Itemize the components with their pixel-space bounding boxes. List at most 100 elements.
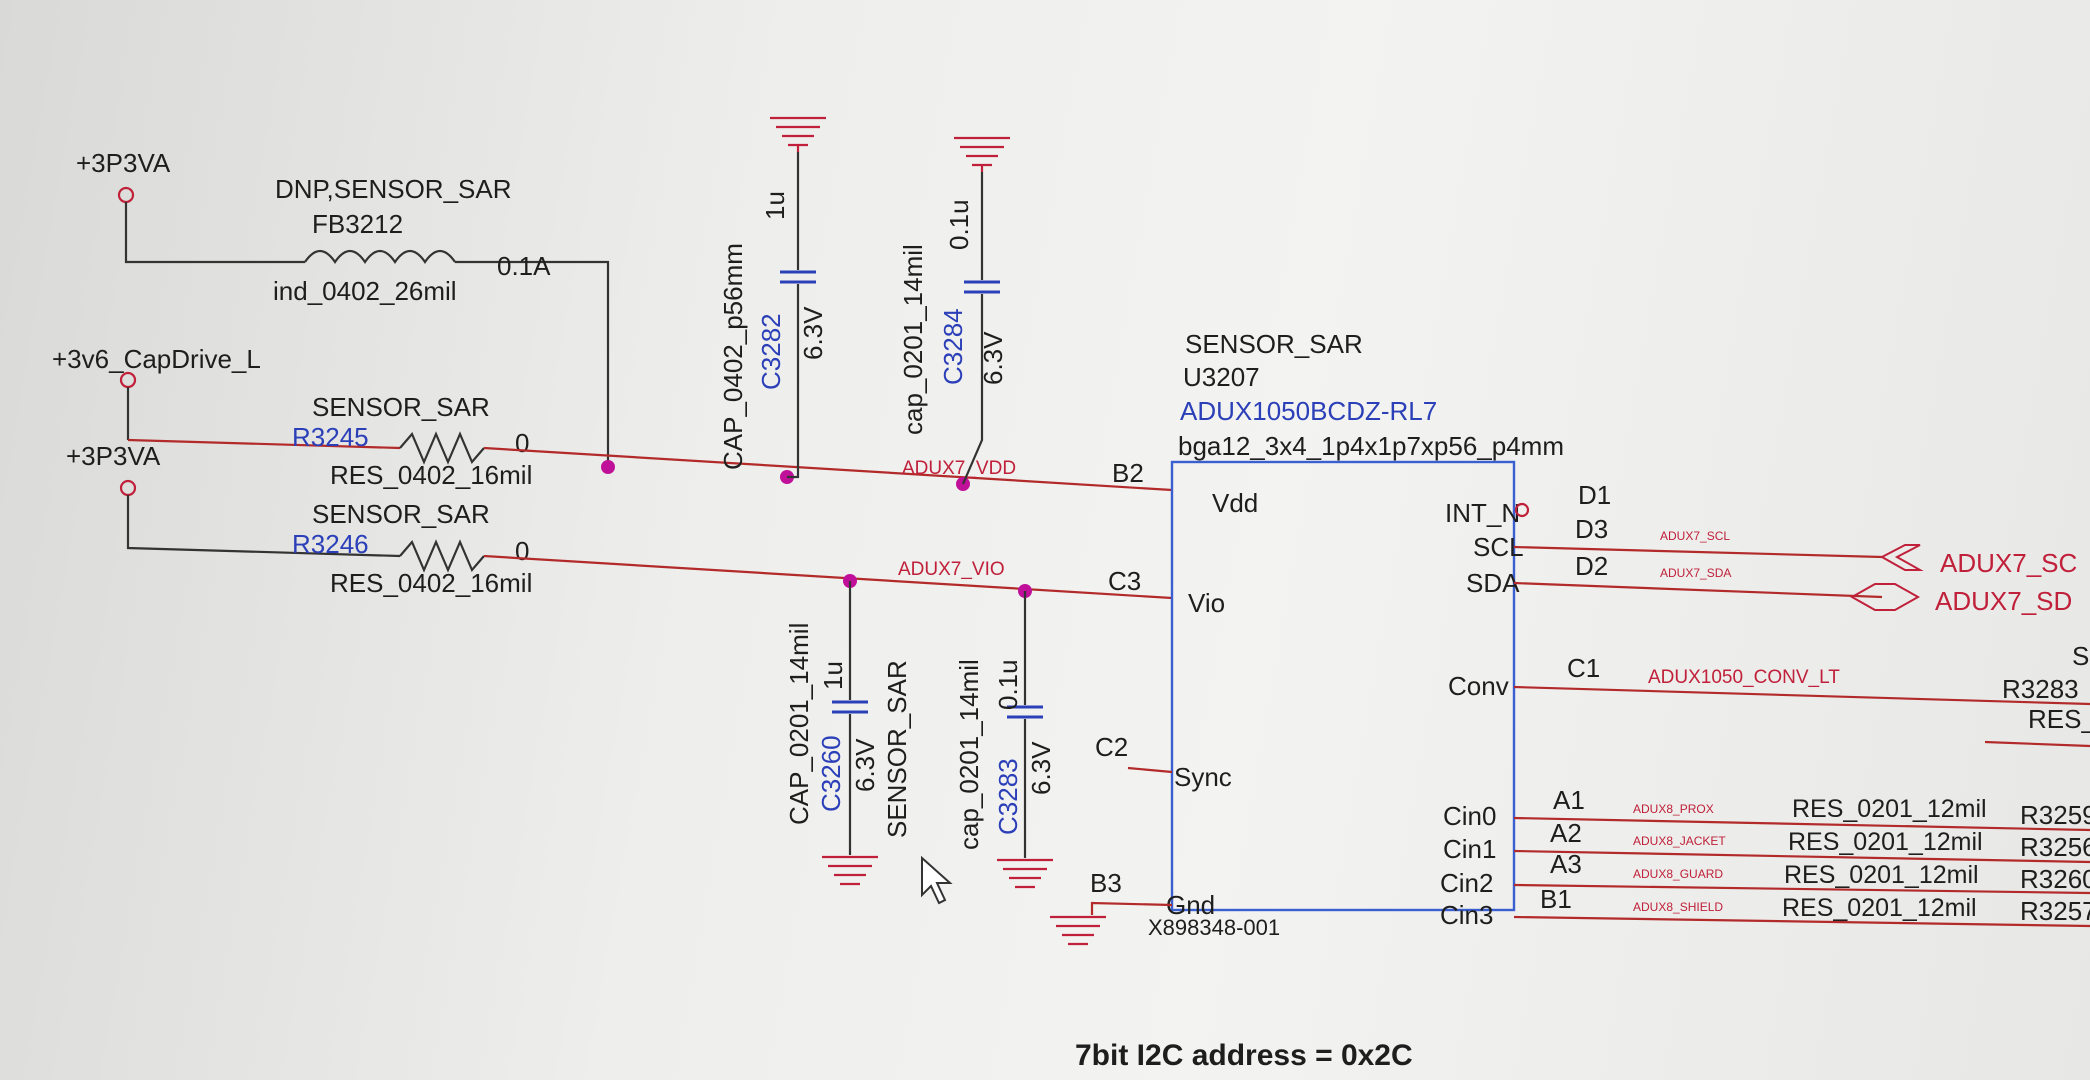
- pin-num-c3: C3: [1108, 566, 1141, 596]
- pin-num-c1: C1: [1567, 653, 1600, 683]
- wire-fb-to-vdd: [455, 260, 610, 467]
- pin-name-vdd: Vdd: [1212, 488, 1258, 518]
- net-label-scl: ADUX7_SCL: [1660, 529, 1730, 543]
- r3246-ref: R3246: [292, 529, 369, 559]
- r3283-group: S: [2072, 641, 2089, 671]
- c3282-value: 1u: [760, 191, 790, 220]
- fb3212-note: DNP,SENSOR_SAR: [275, 174, 512, 204]
- pin-num-b2: B2: [1112, 458, 1144, 488]
- u3207-ref: U3207: [1183, 362, 1260, 392]
- pin-name-cin2: Cin2: [1440, 868, 1493, 898]
- wire-capdrive-to-r3245: [127, 438, 401, 450]
- c3284-value: 0.1u: [944, 199, 974, 250]
- offpage-label-scl: ADUX7_SC: [1940, 548, 2077, 578]
- net-adux8-shield: [1513, 915, 2090, 928]
- c3282-footprint: CAP_0402_p56mm: [718, 243, 748, 470]
- c3282-voltage: 6.3V: [798, 306, 828, 360]
- wire-3p3va-to-fb: [124, 202, 305, 264]
- capacitor-c3283: [1007, 705, 1043, 719]
- ground-symbol-u3207: [1050, 915, 1106, 946]
- rail-label-3p3va-mid: +3P3VA: [66, 441, 161, 471]
- u3207-part: ADUX1050BCDZ-RL7: [1180, 396, 1437, 426]
- net-label-shield: ADUX8_SHIELD: [1633, 900, 1723, 914]
- r3245-value: 0: [515, 428, 529, 458]
- capacitor-c3284: [964, 280, 1000, 294]
- r3246-value: 0: [515, 536, 529, 566]
- cin2-resistor-ref: R3260: [2020, 864, 2090, 894]
- c3260-voltage: 6.3V: [850, 738, 880, 792]
- power-port-3p3va-mid: [119, 479, 137, 497]
- net-label-prox: ADUX8_PROX: [1633, 802, 1714, 816]
- pin-name-gnd: Gnd: [1166, 890, 1215, 920]
- cin3-footprint: RES_0201_12mil: [1782, 894, 1977, 922]
- pin-num-c2: C2: [1095, 732, 1128, 762]
- r3283-ref: R3283: [2002, 674, 2079, 704]
- rail-label-capdrive: +3v6_CapDrive_L: [52, 344, 261, 374]
- ground-symbol-c3283: [997, 858, 1053, 889]
- ic-u3207-body[interactable]: [1170, 460, 1516, 912]
- power-port-capdrive: [119, 371, 137, 389]
- cin1-resistor-ref: R3256: [2020, 832, 2090, 862]
- r3245-footprint: RES_0402_16mil: [330, 460, 532, 490]
- pin-wire-sync: [1127, 766, 1173, 774]
- offpage-connector-scl-icon[interactable]: [1879, 544, 1924, 571]
- rail-label-3p3va-top: +3P3VA: [76, 148, 171, 178]
- sensor-sar-group-label: SENSOR_SAR: [882, 660, 912, 838]
- power-port-3p3va-top: [117, 186, 135, 204]
- cin1-footprint: RES_0201_12mil: [1788, 828, 1983, 856]
- ground-symbol-c3260: [822, 855, 878, 886]
- net-adux7-sda: [1513, 581, 1883, 599]
- fb3212-footprint: ind_0402_26mil: [273, 276, 457, 306]
- net-label-conv: ADUX1050_CONV_LT: [1648, 667, 1840, 688]
- pin-num-a2: A2: [1550, 818, 1582, 848]
- r3245-group: SENSOR_SAR: [312, 392, 490, 422]
- resistor-r3246: [399, 539, 485, 573]
- capacitor-c3282: [780, 270, 816, 284]
- pin-name-int-n: INT_N: [1445, 498, 1520, 528]
- net-adux7-scl: [1513, 545, 1883, 559]
- offpage-label-sda: ADUX7_SD: [1935, 586, 2072, 616]
- ground-symbol-c3284: [954, 136, 1010, 172]
- pin-name-cin3: Cin3: [1440, 900, 1493, 930]
- cin3-resistor-ref: R3257: [2020, 896, 2090, 926]
- net-label-guard: ADUX8_GUARD: [1633, 867, 1723, 881]
- i2c-address-note: 7bit I2C address = 0x2C: [1075, 1039, 1413, 1072]
- pin-name-vio: Vio: [1188, 588, 1225, 618]
- wire-3p3va-to-r3246: [126, 495, 401, 558]
- net-adux1050-conv: [1513, 685, 2090, 706]
- capacitor-c3260: [832, 700, 868, 714]
- c3282-ref: C3282: [756, 313, 786, 390]
- net-conv-lower: [1984, 740, 2090, 748]
- pin-wire-gnd: [1090, 901, 1173, 915]
- c3283-voltage: 6.3V: [1026, 741, 1056, 795]
- c3283-value: 0.1u: [993, 659, 1023, 710]
- u3207-group: SENSOR_SAR: [1185, 329, 1363, 359]
- mouse-cursor-icon: [921, 855, 953, 905]
- c3284-voltage: 6.3V: [978, 331, 1008, 385]
- c3260-footprint: CAP_0201_14mil: [784, 623, 814, 825]
- pin-int-n-bubble-icon: [1514, 502, 1530, 518]
- resistor-r3245: [399, 431, 485, 465]
- c3284-ref: C3284: [938, 308, 968, 385]
- net-label-vdd: ADUX7_VDD: [902, 458, 1016, 479]
- pin-num-d3: D3: [1575, 514, 1608, 544]
- offpage-connector-sda-icon[interactable]: [1849, 583, 1921, 611]
- pin-num-a1: A1: [1553, 785, 1585, 815]
- c3260-ref: C3260: [816, 735, 846, 812]
- net-adux8-jacket: [1513, 849, 2090, 864]
- pin-num-b1: B1: [1540, 884, 1572, 914]
- inductor-fb3212: [304, 249, 456, 264]
- r3283-footprint: RES_: [2028, 704, 2090, 734]
- u3207-package: bga12_3x4_1p4x1p7xp56_p4mm: [1178, 431, 1564, 461]
- c3260-value: 1u: [818, 661, 848, 690]
- pin-num-d2: D2: [1575, 551, 1608, 581]
- r3246-group: SENSOR_SAR: [312, 499, 490, 529]
- u3207-pn: X898348-001: [1148, 915, 1280, 940]
- r3246-footprint: RES_0402_16mil: [330, 568, 532, 598]
- net-adux7-vdd: [483, 446, 1173, 492]
- net-label-vio: ADUX7_VIO: [898, 559, 1005, 580]
- cin2-footprint: RES_0201_12mil: [1784, 861, 1979, 889]
- c3283-ref: C3283: [993, 758, 1023, 835]
- net-label-sda: ADUX7_SDA: [1660, 566, 1731, 580]
